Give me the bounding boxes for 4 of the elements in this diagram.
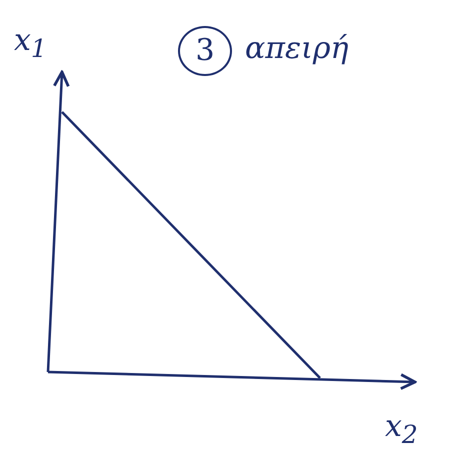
annotation-text: απειρή bbox=[245, 34, 348, 64]
axis-label: x$_{1}$ bbox=[14, 26, 47, 61]
circled-number: 3 bbox=[178, 26, 232, 76]
axis-label: x$_{2}$ bbox=[385, 412, 418, 447]
